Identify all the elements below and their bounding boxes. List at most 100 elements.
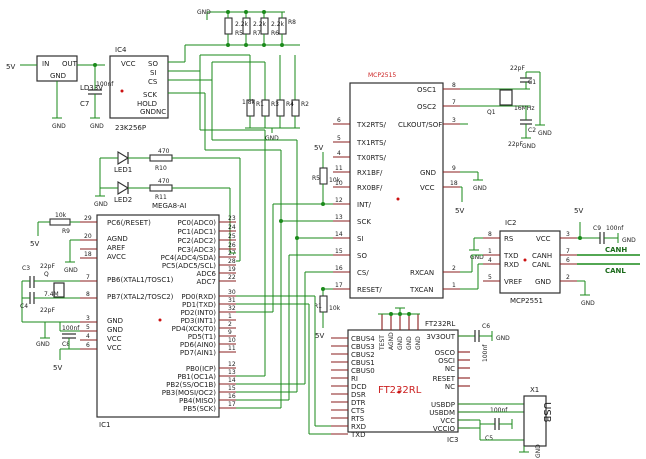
ic2-pin-vcc: VCC (536, 235, 551, 243)
can-reset-pullup: R1 10k 5V (314, 287, 341, 340)
ic1-pin-label: PB2(SS/OC1B) (166, 381, 216, 389)
ic1-pin-vcc1: VCC (107, 335, 122, 343)
ic1-pin-label: PC1(ADC1) (177, 228, 216, 236)
crystal-q (53, 282, 65, 298)
ic1-pin-label: PC3(ADC3) (177, 246, 216, 254)
mcp-pin-num: 1 (452, 282, 456, 289)
r2-label: R2 (301, 101, 309, 108)
led1-symbol (117, 151, 130, 165)
ic2-pin-num: 3 (566, 231, 570, 238)
ic2-pin-num: 5 (488, 274, 492, 281)
ic1-pin-num: 16 (228, 393, 236, 400)
ic1-pin-label: PC5(ADC5/SCL) (162, 262, 216, 270)
ic4-vcc: VCC (121, 60, 136, 68)
mcp-pin-rx0bf: RX0BF/ (357, 184, 383, 192)
ic1-pin-label: PB0(ICP) (186, 365, 216, 373)
c5-label: C5 (485, 435, 493, 442)
r5-value: 10k (329, 177, 341, 184)
ic3-top-label: FT232RL (425, 320, 455, 328)
ic3-pin-test: TEST (379, 335, 386, 351)
ic1-pin-num: 18 (84, 251, 92, 258)
c9-value: 100nf (606, 225, 624, 232)
led2-label: LED2 (114, 196, 132, 204)
ic1-pin-num: 22 (228, 274, 236, 281)
mcp-pin-num: 17 (335, 282, 343, 289)
c2-value: 22pF (508, 141, 523, 148)
mcp-pin-txcan: TXCAN (409, 286, 433, 294)
reg-gnd-symbol-label: GND (52, 123, 66, 130)
ic1-pin-num: 26 (228, 242, 236, 249)
mcp-pin-num: 9 (452, 165, 456, 172)
ic1-pin-num: 32 (228, 305, 236, 312)
ic2-gnd-label: GND (581, 300, 595, 307)
ic1-pin-label: ADC6 (196, 270, 216, 278)
ic3-pin-agnd: AGND (388, 332, 395, 350)
mcp-pin-vcc: VCC (420, 184, 435, 192)
mcp-pin-num: 3 (452, 117, 456, 124)
ic2-pin-rxd: RXD (504, 261, 519, 269)
ic1-pin-pb7: PB7(XTAL2/TOSC2) (107, 293, 174, 301)
mcp-pin-tx0rts: TX0RTS/ (356, 154, 387, 162)
mcp-pin-num: 14 (335, 231, 343, 238)
ic1-pin-label: PB4(MISO) (179, 397, 216, 405)
r9-value: 10k (55, 212, 67, 219)
mcp2515-clkout: CLKOUT/SOF (398, 121, 442, 129)
led-gnd-label: GND (94, 201, 108, 208)
ic1-pin-num: 15 (228, 385, 236, 392)
ic1-pin-label: PD4(XCK/T0) (172, 325, 217, 333)
reg-out-label: OUT (62, 60, 78, 68)
c4-label: C4 (20, 303, 28, 310)
q-label: Q (44, 271, 49, 278)
can-crystal: Q1 16MHz C1 22pF C2 22pF GND GND (460, 65, 552, 150)
q1-label: Q1 (487, 109, 496, 116)
ic2-pin-canh: CANH (532, 252, 552, 260)
voltage-regulator: IN OUT GND LD33V 5V GND (6, 55, 105, 130)
ic1-right-pins: 23PC0(ADC0)24PC1(ADC1)25PC2(ADC2)26PC3(A… (161, 215, 236, 413)
ic2-value: MCP2551 (510, 297, 543, 305)
r-bank-gnd-label: GND (197, 9, 211, 16)
ic2-pin-num: 8 (488, 231, 492, 238)
mcp2515-left-pins: 6 TX2RTS/ 5 TX1RTS/ 4 TX0RTS/ 11 RX1BF/ … (333, 117, 387, 294)
q-value: 7.4M (44, 291, 59, 298)
r11-label: R11 (155, 194, 167, 201)
mcp-pin-num: 4 (337, 150, 341, 157)
c7-label: C7 (80, 100, 89, 108)
ic3-pin-label: CBUS0 (351, 367, 375, 375)
ic1-pin-label: PC4(ADC4/SDA) (161, 254, 217, 262)
ic4-hold: HOLD (137, 100, 157, 108)
ic1-pin-label: PC2(ADC2) (177, 237, 216, 245)
ic3-pin-label: CBUS1 (351, 359, 375, 367)
ic3-left-pins: CBUS4CBUS3CBUS2CBUS1CBUS0RIDCDDSRDTRCTSR… (331, 335, 375, 439)
mcp-pin-num: 15 (335, 248, 343, 255)
ic1-pin-num: 29 (84, 215, 92, 222)
ic3-pin-label: 3V3OUT (426, 333, 455, 341)
rs-gnd-label: GND (470, 254, 484, 261)
ic3-pin-label: NC (445, 383, 455, 391)
mcp2515-right-pins: 8 OSC1 7 OSC2 3 9 GND 18 VCC 2 RXCAN 1 T… (409, 82, 460, 294)
ic3-pin-gnd2: GND (406, 336, 413, 350)
pullup-resistor-bank: GND 2.2k 2.2k 2.2k R8 R5 R7 R6 (184, 9, 300, 62)
mcp-pin-int: INT/ (357, 201, 372, 209)
spi-bus-wiring (199, 71, 333, 435)
ic3-pin-label: RXD (351, 423, 366, 431)
mcp-pin-rx1bf: RX1BF/ (357, 169, 383, 177)
ic1-pin-label: PD1(TXD) (182, 301, 216, 309)
ic1-pin-num: 30 (228, 289, 236, 296)
ic4-si: SI (150, 69, 157, 77)
c3-value: 22pF (40, 263, 55, 270)
int-5v-label: 5V (314, 144, 323, 152)
ic3-value: FT232RL (378, 385, 422, 396)
ic3-pin-label: DCD (351, 383, 367, 391)
mcu-crystal: Q 7.4M C3 22pF C4 22pF GND (20, 263, 80, 348)
mcp-5v-label: 5V (455, 207, 464, 215)
canl-net-label: CANL (605, 267, 626, 275)
r5-top-label: R5 (235, 30, 243, 37)
mcp-pin-sck: SCK (357, 218, 371, 226)
r1-label: R1 (314, 303, 322, 310)
ic1-pin-num: 24 (228, 224, 236, 231)
ic3-top-pins: TEST AGND GND GND GND (378, 307, 422, 351)
r3-label: R3 (271, 101, 279, 108)
mcp-pin-num: 12 (335, 197, 343, 204)
mcp-pin-num: 6 (337, 117, 341, 124)
ic2-can-transceiver: IC2 MCP2551 RS TXD RXD VREF VCC CANH CAN… (483, 219, 577, 305)
